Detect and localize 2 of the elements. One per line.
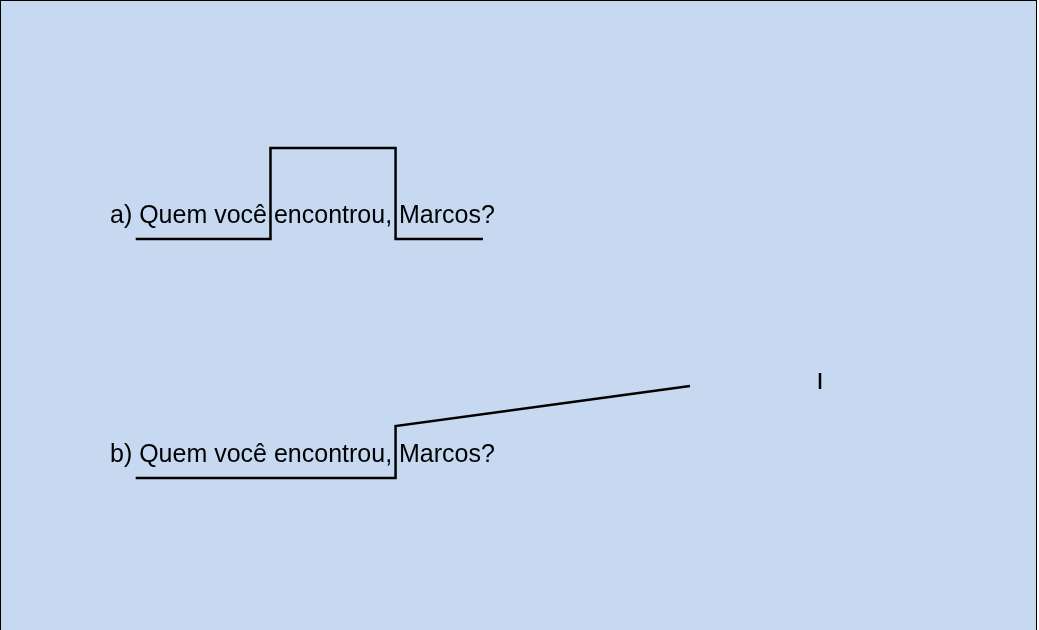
sentence-text: b) Quem você encontrou, Marcos?: [110, 441, 495, 466]
sentence-text: a) Quem você encontrou, Marcos?: [110, 202, 495, 227]
